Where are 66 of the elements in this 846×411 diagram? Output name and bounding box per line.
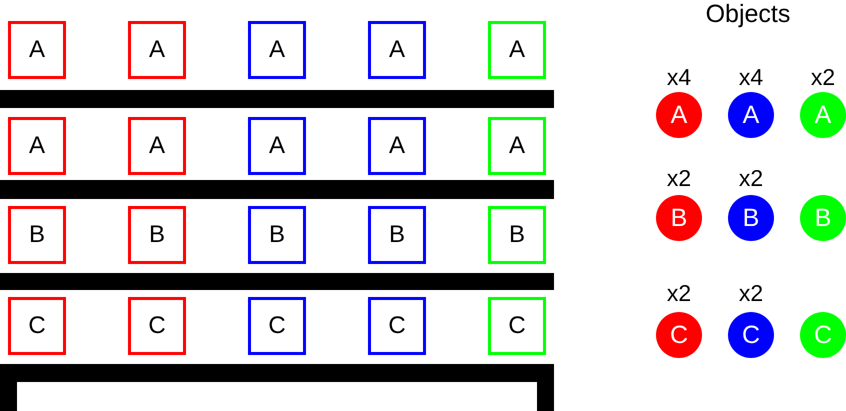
box-letter: C (28, 314, 46, 338)
count-label: x2 (738, 167, 764, 190)
object-circle (728, 92, 774, 138)
circle-letter: B (670, 206, 688, 230)
object-box (8, 297, 66, 355)
object-circle (800, 195, 846, 241)
box-letter: A (508, 38, 525, 62)
object-box (488, 297, 546, 355)
circle-letter: C (670, 322, 688, 348)
count-label: x2 (666, 282, 692, 305)
box-letter: A (268, 134, 285, 158)
box-letter: A (148, 134, 165, 158)
panel-heading: Objects (706, 2, 790, 27)
object-box (128, 297, 186, 355)
circle-letter: B (742, 206, 760, 230)
object-box (128, 117, 186, 175)
object-box (368, 206, 426, 264)
object-box (248, 206, 306, 264)
count-label: x2 (810, 66, 836, 89)
object-box (488, 117, 546, 175)
count-label: x4 (666, 66, 692, 89)
object-circle (728, 195, 774, 241)
object-box (368, 21, 426, 79)
circle-letter: C (814, 322, 832, 348)
box-letter: B (148, 223, 165, 247)
box-letter: C (388, 314, 406, 338)
box-letter: A (268, 38, 285, 62)
box-letter: A (388, 38, 405, 62)
object-box (8, 117, 66, 175)
object-box (248, 117, 306, 175)
count-label: x2 (666, 167, 692, 190)
object-box (248, 21, 306, 79)
count-label: x2 (738, 282, 764, 305)
object-box (488, 206, 546, 264)
box-letter: A (388, 134, 405, 158)
count-label: x4 (738, 66, 764, 89)
object-box (128, 206, 186, 264)
box-letter: C (148, 314, 166, 338)
box-letter: A (28, 134, 45, 158)
object-box (368, 297, 426, 355)
circle-letter: C (742, 322, 760, 348)
circle-letter: A (670, 102, 688, 128)
object-circle (656, 312, 702, 358)
box-letter: B (28, 223, 45, 247)
object-circle (656, 92, 702, 138)
circle-letter: B (814, 206, 832, 230)
box-letter: A (148, 38, 165, 62)
object-box (128, 21, 186, 79)
box-letter: C (508, 314, 526, 338)
circle-letter: A (814, 102, 832, 128)
box-letter: B (268, 223, 285, 247)
object-circle (656, 195, 702, 241)
circle-letter: A (742, 102, 760, 128)
object-circle (728, 312, 774, 358)
object-box (8, 21, 66, 79)
box-letter: A (508, 134, 525, 158)
object-circle (800, 312, 846, 358)
box-letter: B (388, 223, 405, 247)
object-box (368, 117, 426, 175)
box-letter: A (28, 38, 45, 62)
object-circle (800, 92, 846, 138)
object-box (488, 21, 546, 79)
box-letter: B (508, 223, 525, 247)
object-box (8, 206, 66, 264)
object-box (248, 297, 306, 355)
box-letter: C (268, 314, 286, 338)
